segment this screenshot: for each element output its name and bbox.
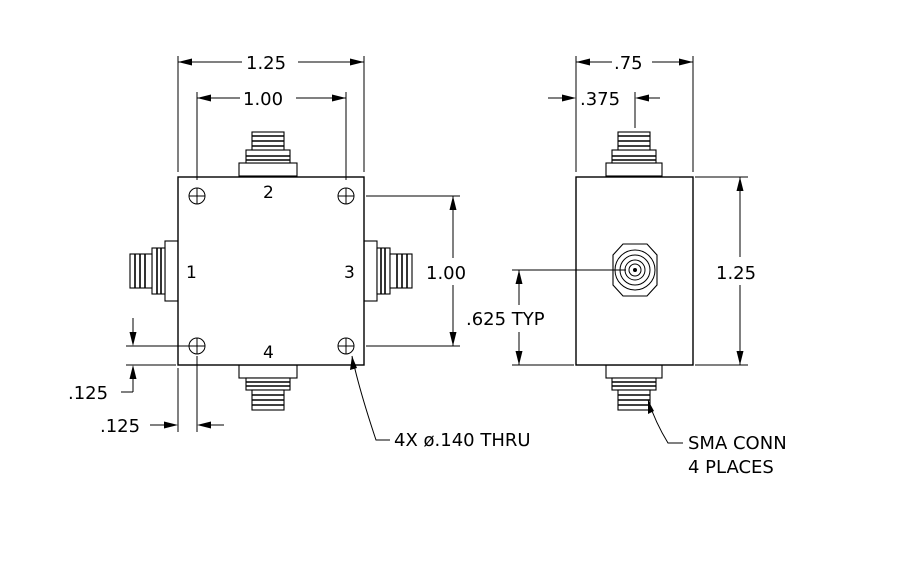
port-label-2: 2 [263,183,274,203]
sma-connector-right [363,240,413,302]
dimension-label-edge-offset-v: .125 [68,383,108,404]
dimension-label-side-width: .75 [614,53,643,74]
mounting-hole-bl [188,337,206,355]
dimension-hole-spacing-v [366,195,460,347]
dimension-label-connector-height: .625 TYP [466,309,545,330]
port-label-1: 1 [186,263,197,283]
mounting-hole-tr [337,187,355,205]
sma-note-line-1: SMA CONN [688,433,787,454]
dimension-side-width [575,56,694,172]
dimension-label-center-offset: .375 [580,89,620,110]
dimension-side-height [695,176,748,366]
dimension-hole-spacing-h [196,92,347,180]
front-body-outline [177,176,365,366]
dimension-label-hole-spacing-v: 1.00 [426,263,466,284]
dimension-label-edge-offset-h: .125 [100,416,140,437]
dimension-label-width: 1.25 [246,53,286,74]
sma-connector-left [129,240,179,302]
sma-connector-bottom [238,364,298,411]
front-view: 1 2 3 4 1.25 1.00 [68,53,531,451]
side-connector-bottom [605,364,663,411]
leader-hole-note [350,355,390,441]
side-connector-top [605,131,663,177]
leader-sma-note [647,399,683,444]
dimension-edge-offset-v [121,318,189,393]
dimension-connector-height [512,269,626,366]
port-label-4: 4 [263,343,274,363]
port-label-3: 3 [344,263,355,283]
mounting-hole-tl [188,187,206,205]
sma-note-line-2: 4 PLACES [688,457,774,478]
dimension-center-offset [548,92,660,128]
sma-connector-top [238,131,298,177]
side-view: .75 .375 1.25 .625 TY [466,53,787,478]
mounting-hole-br [337,337,355,355]
hole-note: 4X ø.140 THRU [394,430,531,451]
dimension-width-1-25 [177,56,365,172]
dimension-edge-offset-h [150,356,224,432]
dimension-label-side-height: 1.25 [716,263,756,284]
side-connector-face [612,243,658,297]
dimension-label-hole-spacing-h: 1.00 [243,89,283,110]
